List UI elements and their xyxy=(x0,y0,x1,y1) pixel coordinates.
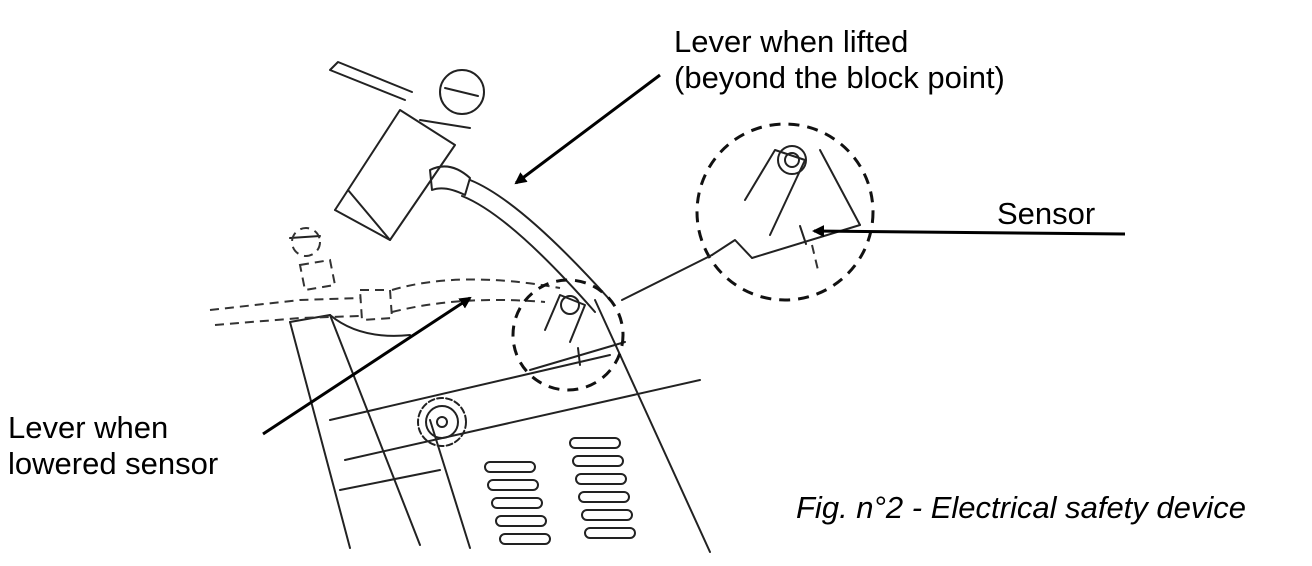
label-sensor: Sensor xyxy=(997,196,1096,231)
label-lever-lifted: Lever when lifted (beyond the block poin… xyxy=(674,24,1005,96)
machine-body xyxy=(289,299,711,553)
lever-lowered xyxy=(209,227,561,326)
adjustment-knob xyxy=(417,397,467,447)
label-lever-lowered-line2: lowered sensor xyxy=(8,446,219,481)
label-lever-lifted-line1: Lever when lifted xyxy=(674,24,909,59)
arrow-lever-lifted xyxy=(514,73,661,185)
vent-slots xyxy=(484,437,636,545)
label-lever-lowered: Lever when lowered sensor xyxy=(8,410,218,482)
lever-lifted xyxy=(329,61,611,313)
figure-caption: Fig. n°2 - Electrical safety device xyxy=(796,490,1247,525)
pivot-small xyxy=(511,278,625,392)
label-lever-lifted-line2: (beyond the block point) xyxy=(674,60,1005,95)
detail-magnifier xyxy=(621,122,875,302)
arrow-lever-lowered xyxy=(262,296,472,436)
arrow-sensor xyxy=(812,225,1126,238)
label-lever-lowered-line1: Lever when xyxy=(8,410,169,445)
